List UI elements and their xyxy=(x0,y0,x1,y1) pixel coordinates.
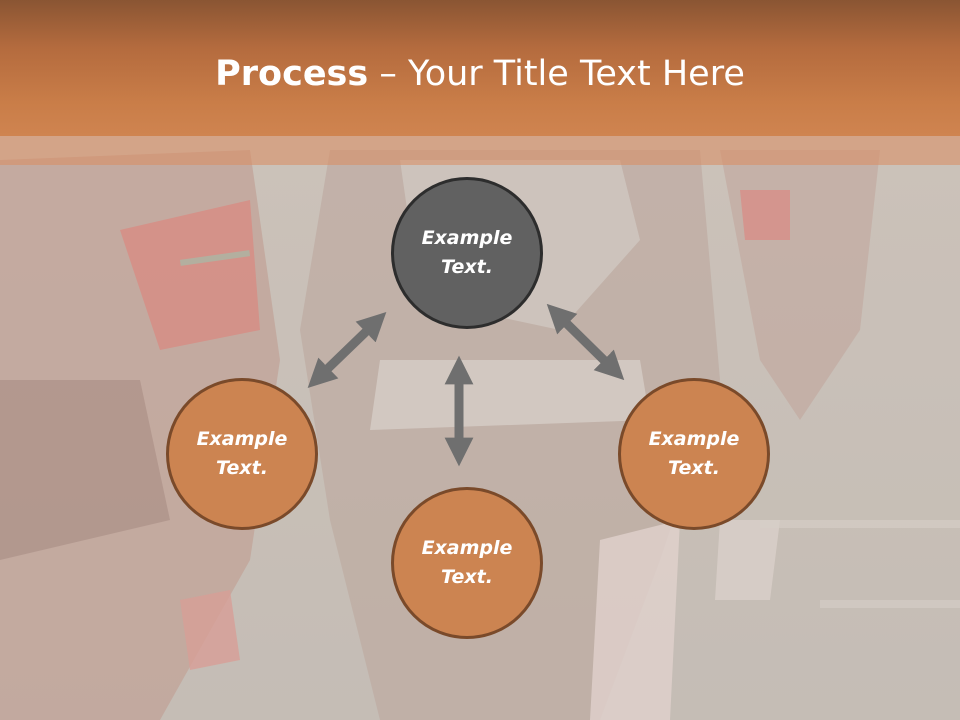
slide-title-bold: Process xyxy=(215,54,369,94)
double-arrow-top-right xyxy=(546,303,625,381)
title-banner-strip xyxy=(0,136,960,165)
slide-title[interactable]: Process – Your Title Text Here xyxy=(0,52,960,96)
slide-title-rest: – Your Title Text Here xyxy=(368,54,745,94)
double-arrow-top-left xyxy=(307,311,387,389)
title-banner xyxy=(0,0,960,136)
